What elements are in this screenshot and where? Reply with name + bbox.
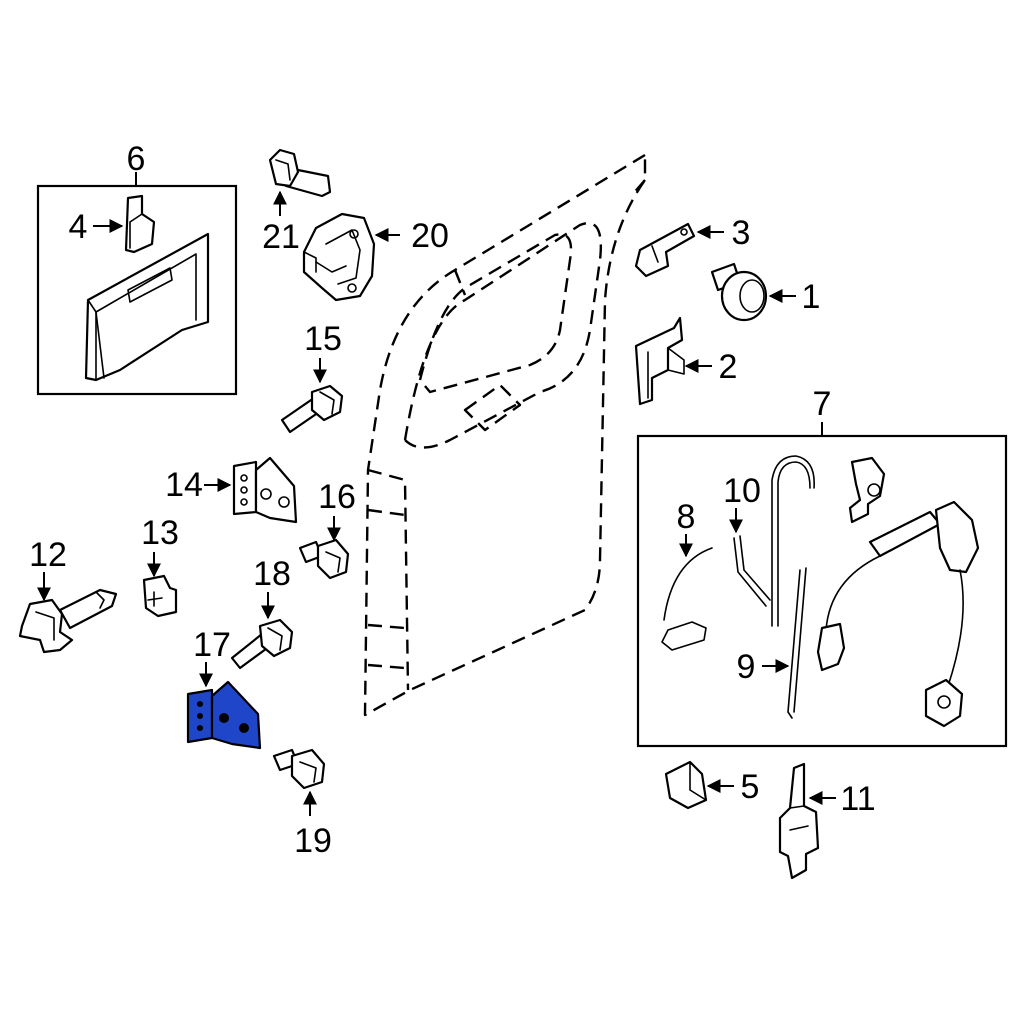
callout-5: 5 <box>741 768 760 806</box>
callout-13: 13 <box>141 514 179 552</box>
part-20-striker <box>302 212 376 302</box>
part-2-bracket <box>634 316 685 406</box>
part-11-lock-cylinder <box>778 762 820 880</box>
part-21-bolt <box>268 148 332 198</box>
callout-11: 11 <box>840 780 875 818</box>
part-19-bolt <box>272 748 326 790</box>
latch-actuator <box>848 456 886 524</box>
part-13-clip <box>142 574 178 618</box>
part-17-door-hinge <box>186 680 262 750</box>
callout-9: 9 <box>737 648 756 686</box>
door-outline <box>363 153 647 717</box>
part-10-rod <box>733 535 771 607</box>
callout-12: 12 <box>29 536 67 574</box>
part-5-cap <box>664 760 708 810</box>
part-4-clip <box>124 194 156 254</box>
callout-20: 20 <box>411 217 449 255</box>
callout-19: 19 <box>294 822 332 860</box>
callout-7: 7 <box>813 385 832 423</box>
part-14-hinge <box>232 456 298 524</box>
part-9-rod <box>787 567 807 719</box>
callout-1: 1 <box>802 278 821 316</box>
part-1-bumper <box>710 262 768 322</box>
part-15-bolt <box>280 384 344 434</box>
callout-21: 21 <box>262 218 300 256</box>
part-3-bracket <box>634 222 696 278</box>
callout-15: 15 <box>304 320 342 358</box>
callout-2: 2 <box>719 348 738 386</box>
part-8-rod <box>661 547 713 651</box>
part-18-bolt <box>230 618 294 670</box>
callout-3: 3 <box>732 214 751 252</box>
callout-16: 16 <box>318 478 356 516</box>
callout-18: 18 <box>253 555 291 593</box>
part-6-bracket <box>84 232 210 382</box>
kit-box-7-frame <box>636 434 1008 748</box>
long-rod <box>771 455 815 627</box>
callout-14: 14 <box>165 466 203 504</box>
part-12-door-check <box>18 588 118 654</box>
cable-assembly <box>816 500 980 728</box>
part-16-bolt <box>298 538 350 580</box>
callout-10: 10 <box>723 472 761 510</box>
callout-17: 17 <box>193 626 231 664</box>
kit-box-7: 7 8 10 9 <box>636 385 1008 748</box>
callout-8: 8 <box>677 498 696 536</box>
callout-4: 4 <box>69 208 88 246</box>
kit-box-6: 6 4 <box>36 140 238 396</box>
callout-6: 6 <box>127 140 146 178</box>
